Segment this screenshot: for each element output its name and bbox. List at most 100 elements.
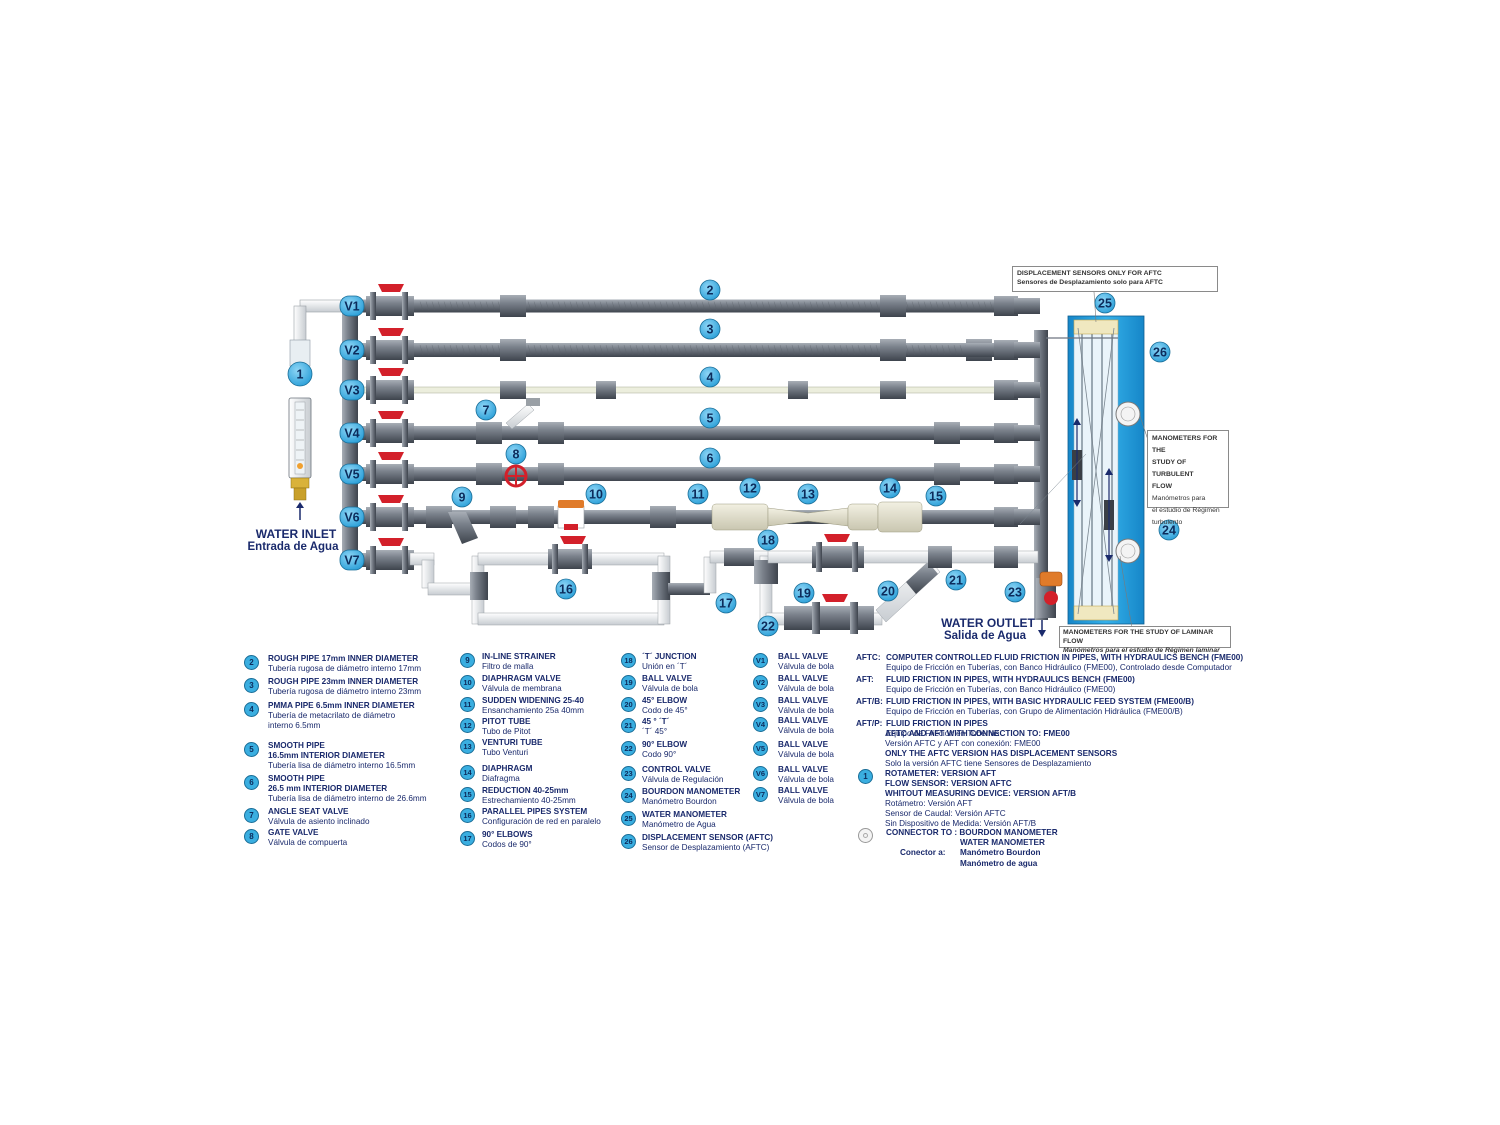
badge-23: 23 [1004, 581, 1026, 603]
pipe-rows [357, 284, 1041, 574]
gate-valve [504, 464, 528, 488]
valve-label-text: V7 [344, 554, 359, 568]
valve-label-v7: V7 [339, 549, 365, 571]
inline-strainer [448, 512, 478, 544]
badge-9: 9 [451, 486, 473, 508]
version-code: AFT/P: [856, 719, 883, 728]
rotameter-note-line: Rotámetro: Versión AFT [885, 799, 973, 808]
badge-number: 17 [719, 597, 733, 611]
parallel-pipes-system [409, 534, 1039, 634]
badge-13: 13 [797, 483, 819, 505]
valve-label-v4: V4 [339, 422, 365, 444]
valve-label-v5: V5 [339, 463, 365, 485]
displacement-callout-es: Sensores de Desplazamiento solo para AFT… [1017, 279, 1163, 286]
badge-10: 10 [585, 483, 607, 505]
badge-number: 26 [1153, 346, 1167, 360]
badge-number: 14 [883, 482, 897, 496]
connection-note-line: Solo la versión AFTC tiene Sensores de D… [885, 759, 1092, 768]
badge-18: 18 [757, 529, 779, 551]
outlet-manifold [1034, 330, 1048, 620]
turbulent-en-1: MANOMETERS FOR THE [1152, 435, 1218, 454]
laminar-callout: MANOMETERS FOR THE STUDY OF LAMINAR FLOW… [1059, 626, 1231, 654]
version-spanish: Equipo de Fricción en Tuberías [886, 729, 1000, 738]
badge-number: 15 [929, 490, 943, 504]
connection-note-line: Versión AFTC y AFT con conexión: FME00 [885, 739, 1041, 748]
valve-label-v2: V2 [339, 339, 365, 361]
inlet-subtitle: Entrada de Agua [248, 541, 340, 553]
venturi-section [711, 501, 923, 533]
version-code: AFT: [856, 675, 874, 684]
connector-line-2: WATER MANOMETER [960, 838, 1045, 847]
badge-number: 24 [1162, 524, 1176, 538]
laminar-callout-en: MANOMETERS FOR THE STUDY OF LAMINAR FLOW [1063, 629, 1214, 645]
badge-8: 8 [505, 443, 527, 465]
pipe-row [358, 284, 1040, 320]
rotameter-note-line: WHITOUT MEASURING DEVICE: VERSION AFT/B [885, 789, 1077, 798]
pipe-row [358, 328, 1040, 364]
connector-icon [858, 828, 873, 843]
badge-number: 2 [707, 284, 714, 298]
turbulent-es-1: Manómetros para [1152, 495, 1206, 502]
badge-15: 15 [925, 485, 947, 507]
version-english: COMPUTER CONTROLLED FLUID FRICTION IN PI… [886, 653, 1244, 662]
valve-label-text: V6 [344, 511, 359, 525]
connector-line-1: CONNECTOR TO : BOURDON MANOMETER [886, 828, 1058, 837]
version-english: FLUID FRICTION IN PIPES, WITH BASIC HYDR… [886, 697, 1194, 706]
valve-label-text: V4 [344, 427, 359, 441]
badge-number: 23 [1008, 586, 1022, 600]
version-spanish: Equipo de Fricción en Tuberías, con Banc… [886, 685, 1116, 694]
connector-line-5: Manómetro de agua [960, 859, 1038, 868]
badge-number: 19 [797, 587, 811, 601]
badge-3: 3 [699, 318, 721, 340]
ball-valve-handle [378, 452, 404, 460]
badge-6: 6 [699, 447, 721, 469]
valve-label-text: V3 [344, 384, 359, 398]
badge-number: 9 [459, 491, 466, 505]
valve-label-text: V1 [344, 300, 359, 314]
badge-14: 14 [879, 477, 901, 499]
badge-5: 5 [699, 407, 721, 429]
badge-24: 24 [1158, 519, 1180, 541]
connector-line-3: Conector a: [900, 848, 946, 857]
version-english: FLUID FRICTION IN PIPES [886, 719, 988, 728]
rotameter-note-badge: 1 [858, 769, 873, 784]
displacement-callout: DISPLACEMENT SENSORS ONLY FOR AFTC Senso… [1012, 266, 1218, 292]
badge-16: 16 [555, 578, 577, 600]
ball-valve-handle [378, 411, 404, 419]
rotameter-note-line: FLOW SENSOR: VERSION AFTC [885, 779, 1012, 788]
badge-number: 11 [691, 488, 704, 502]
badge-number: 16 [559, 583, 573, 597]
displacement-leader [1093, 291, 1097, 323]
badge-20: 20 [877, 580, 899, 602]
version-code: AFTC: [856, 653, 881, 662]
valve-label-v6: V6 [339, 506, 365, 528]
connection-note-line: AFTC AND AFT WITH CONNECTION TO: FME00 [885, 729, 1070, 738]
turbulent-en-2: STUDY OF TURBULENT [1152, 459, 1194, 478]
badge-2: 2 [699, 279, 721, 301]
turbulent-es-3: turbulento [1152, 519, 1183, 526]
badge-number: 25 [1098, 297, 1112, 311]
rotameter [288, 397, 312, 501]
manometer-panel [1019, 315, 1145, 625]
badge-number: 18 [761, 534, 775, 548]
badge-number: 7 [483, 404, 490, 418]
valve-label-text: V2 [344, 344, 359, 358]
rotameter-note-line: Sensor de Caudal: Versión AFTC [885, 809, 1006, 818]
inlet-arrow [296, 502, 304, 520]
valve-label-text: V5 [344, 468, 359, 482]
ball-valve-handle [378, 284, 404, 292]
pipe-row [358, 452, 1040, 488]
badge-19: 19 [793, 582, 815, 604]
turbulent-en-3: FLOW [1152, 483, 1173, 490]
badge-number: 21 [949, 574, 963, 588]
badge-12: 12 [739, 477, 761, 499]
outlet-title: WATER OUTLET [941, 616, 1035, 630]
badge-25: 25 [1094, 292, 1116, 314]
version-spanish: Equipo de Fricción en Tuberías, con Grup… [886, 707, 1183, 716]
badge-number: 12 [743, 482, 757, 496]
ball-valve-handle [378, 328, 404, 336]
diaphragm-valve [557, 500, 585, 530]
badge-number: 5 [707, 412, 714, 426]
badge-7: 7 [475, 399, 497, 421]
badge-number: 10 [589, 488, 603, 502]
